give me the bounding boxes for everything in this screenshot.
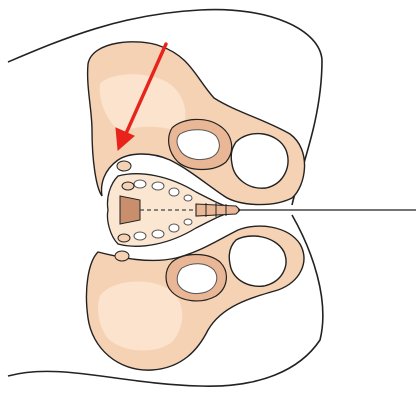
lower-ilium-shade [98,281,182,350]
lower-obturator-foramen [229,236,286,286]
lower-acetabulum-inner [177,264,217,294]
coccyx [196,204,240,216]
upper-obturator-foramen [231,134,288,189]
sacroiliac-shadow [120,196,140,224]
